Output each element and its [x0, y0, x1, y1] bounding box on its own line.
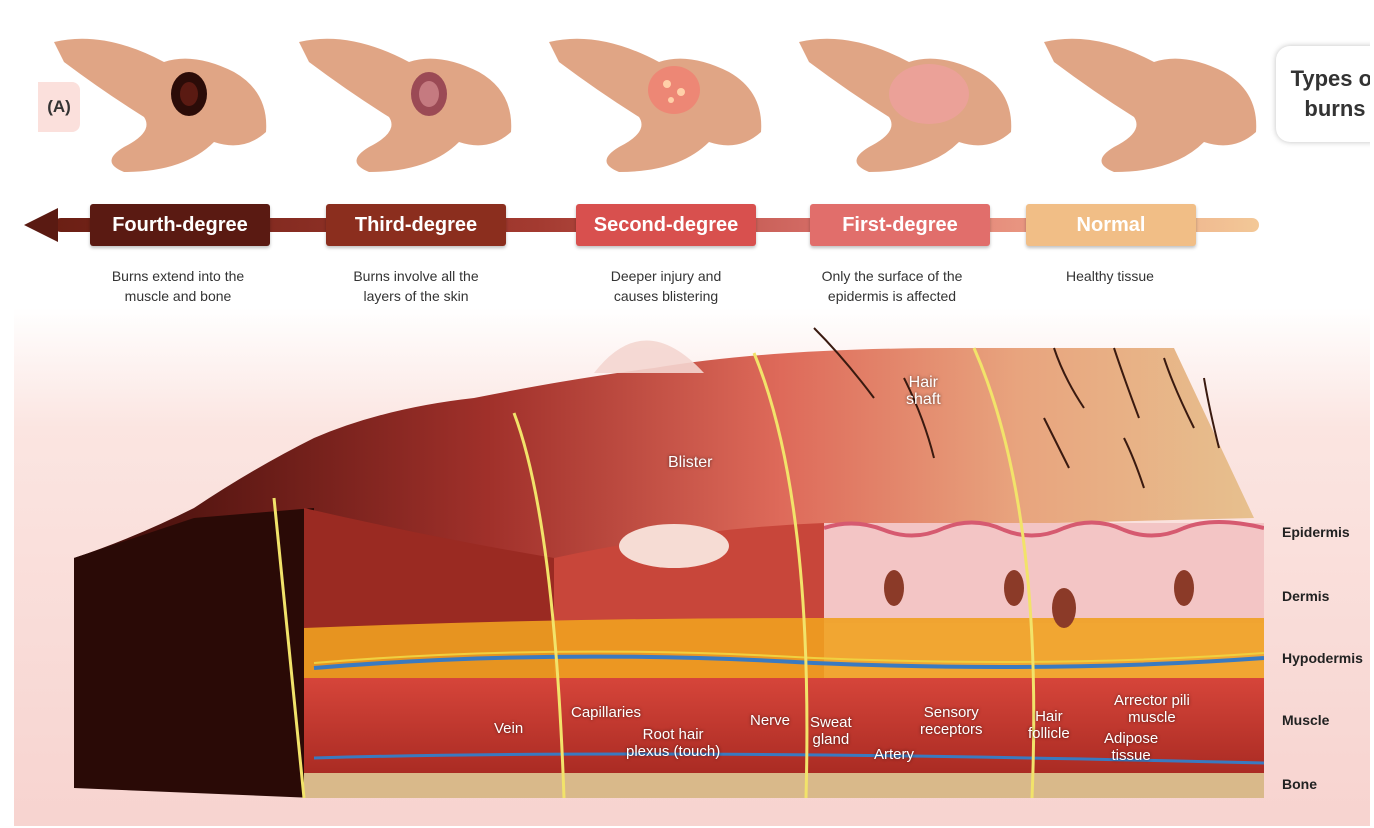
desc-line: layers of the skin [316, 286, 516, 306]
label-sweat-gland: Sweat gland [810, 714, 852, 748]
layer-bone: Bone [1282, 776, 1317, 792]
anno-line: tissue [1104, 747, 1158, 764]
desc-line: Only the surface of the [792, 266, 992, 286]
anno-line: Arrector pili [1114, 692, 1190, 709]
label-vein: Vein [494, 720, 523, 737]
label-normal: Normal [1026, 204, 1196, 246]
label-hair-follicle: Hair follicle [1028, 708, 1070, 742]
desc-line: Burns involve all the [316, 266, 516, 286]
desc-normal: Healthy tissue [1010, 266, 1210, 286]
title-line2: burns [1291, 94, 1370, 124]
anno-line: Adipose [1104, 730, 1158, 747]
hand-normal [1034, 22, 1264, 182]
hand-second-degree [539, 22, 769, 182]
label-blister: Blister [668, 454, 712, 471]
anno-line: plexus (touch) [626, 743, 720, 760]
arrow-head-icon [24, 208, 58, 242]
anno-line: receptors [920, 721, 983, 738]
label-root-hair-plexus: Root hair plexus (touch) [626, 726, 720, 760]
desc-first-degree: Only the surface of the epidermis is aff… [792, 266, 992, 306]
desc-line: Deeper injury and [566, 266, 766, 286]
label-artery: Artery [874, 746, 914, 763]
label-hair-shaft: Hair shaft [906, 374, 941, 408]
anno-line: Sweat [810, 714, 852, 731]
desc-line: causes blistering [566, 286, 766, 306]
desc-line: epidermis is affected [792, 286, 992, 306]
title-box: Types of burns [1276, 46, 1370, 142]
label-adipose-tissue: Adipose tissue [1104, 730, 1158, 764]
anno-line: Hair [906, 374, 941, 391]
desc-third-degree: Burns involve all the layers of the skin [316, 266, 516, 306]
anno-line: gland [810, 731, 852, 748]
title-line1: Types of [1291, 64, 1370, 94]
label-capillaries: Capillaries [571, 704, 641, 721]
label-first-degree: First-degree [810, 204, 990, 246]
desc-line: Healthy tissue [1010, 266, 1210, 286]
desc-line: Burns extend into the [78, 266, 278, 286]
desc-line: muscle and bone [78, 286, 278, 306]
anno-line: shaft [906, 391, 941, 408]
label-third-degree: Third-degree [326, 204, 506, 246]
hand-first-degree [789, 22, 1019, 182]
desc-second-degree: Deeper injury and causes blistering [566, 266, 766, 306]
anno-line: Hair [1028, 708, 1070, 725]
burns-figure: (A) Types of burns [14, 8, 1370, 826]
hand-fourth-degree [44, 22, 274, 182]
hand-third-degree [289, 22, 519, 182]
layer-epidermis: Epidermis [1282, 524, 1350, 540]
anno-line: follicle [1028, 725, 1070, 742]
anno-line: Root hair [626, 726, 720, 743]
label-sensory-receptors: Sensory receptors [920, 704, 983, 738]
label-arrector-pili: Arrector pili muscle [1114, 692, 1190, 726]
anno-line: muscle [1114, 709, 1190, 726]
label-nerve: Nerve [750, 712, 790, 729]
layer-hypodermis: Hypodermis [1282, 650, 1363, 666]
anno-line: Sensory [920, 704, 983, 721]
label-second-degree: Second-degree [576, 204, 756, 246]
desc-fourth-degree: Burns extend into the muscle and bone [78, 266, 278, 306]
layer-muscle: Muscle [1282, 712, 1329, 728]
label-fourth-degree: Fourth-degree [90, 204, 270, 246]
layer-dermis: Dermis [1282, 588, 1329, 604]
